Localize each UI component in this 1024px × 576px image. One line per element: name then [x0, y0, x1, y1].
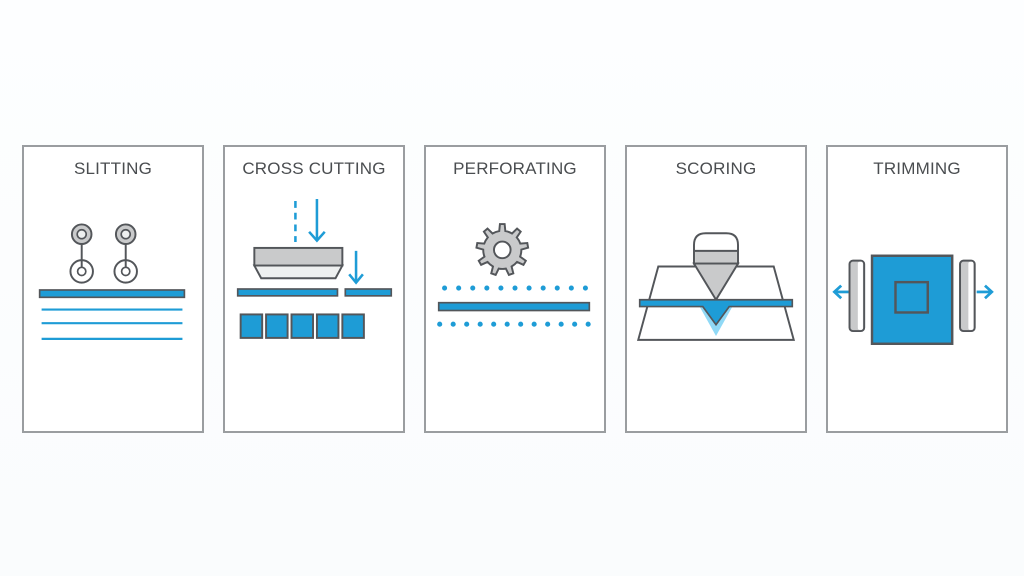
- cut-pieces: [239, 313, 365, 339]
- process-card-trimming: TRIMMING: [826, 145, 1008, 433]
- material-sheet-bar: [437, 301, 591, 312]
- cut-sheet-long: [236, 288, 339, 297]
- perforation-dots-row: [437, 321, 591, 327]
- process-card-perforating: PERFORATING: [424, 145, 606, 433]
- edge-trim-blades-icon: [832, 254, 994, 345]
- perforation-dots-row: [442, 285, 588, 291]
- guillotine-blade-icon: [236, 199, 393, 339]
- slitting-roller-pair: [113, 223, 138, 284]
- process-card-slitting: SLITTING: [22, 145, 204, 433]
- cutting-blade: [252, 246, 345, 280]
- trim-strip: [959, 259, 976, 333]
- trimmed-sheet: [870, 254, 954, 345]
- cut-sheet-short: [344, 288, 393, 297]
- trim-strip: [848, 259, 866, 333]
- panel-title: TRIMMING: [873, 159, 961, 178]
- panel-title: PERFORATING: [453, 159, 577, 178]
- panel-title: CROSS CUTTING: [242, 159, 386, 178]
- process-card-scoring: SCORING: [625, 145, 807, 433]
- left-arrow-icon: [832, 284, 849, 300]
- perforating-wheel-icon: [437, 223, 591, 327]
- down-arrow-icon: [308, 199, 326, 243]
- gear-icon: [475, 223, 530, 277]
- material-sheet-bar: [38, 289, 186, 299]
- inner-square-mark: [894, 280, 929, 314]
- process-cards-row: SLITTING C: [22, 145, 1008, 433]
- panel-title: SLITTING: [73, 159, 153, 178]
- down-arrow-icon: [348, 250, 364, 285]
- process-card-cross-cutting: CROSS CUTTING: [223, 145, 405, 433]
- panel-title: SCORING: [675, 159, 757, 178]
- slitting-roller-pair: [69, 223, 94, 284]
- scoring-tool-icon: [636, 232, 796, 341]
- slit-strip-lines: [41, 308, 183, 340]
- scored-sheet-bar: [638, 298, 794, 327]
- right-arrow-icon: [976, 284, 994, 300]
- scoring-tool: [692, 232, 740, 302]
- slitting-rollers-icon: [38, 223, 186, 340]
